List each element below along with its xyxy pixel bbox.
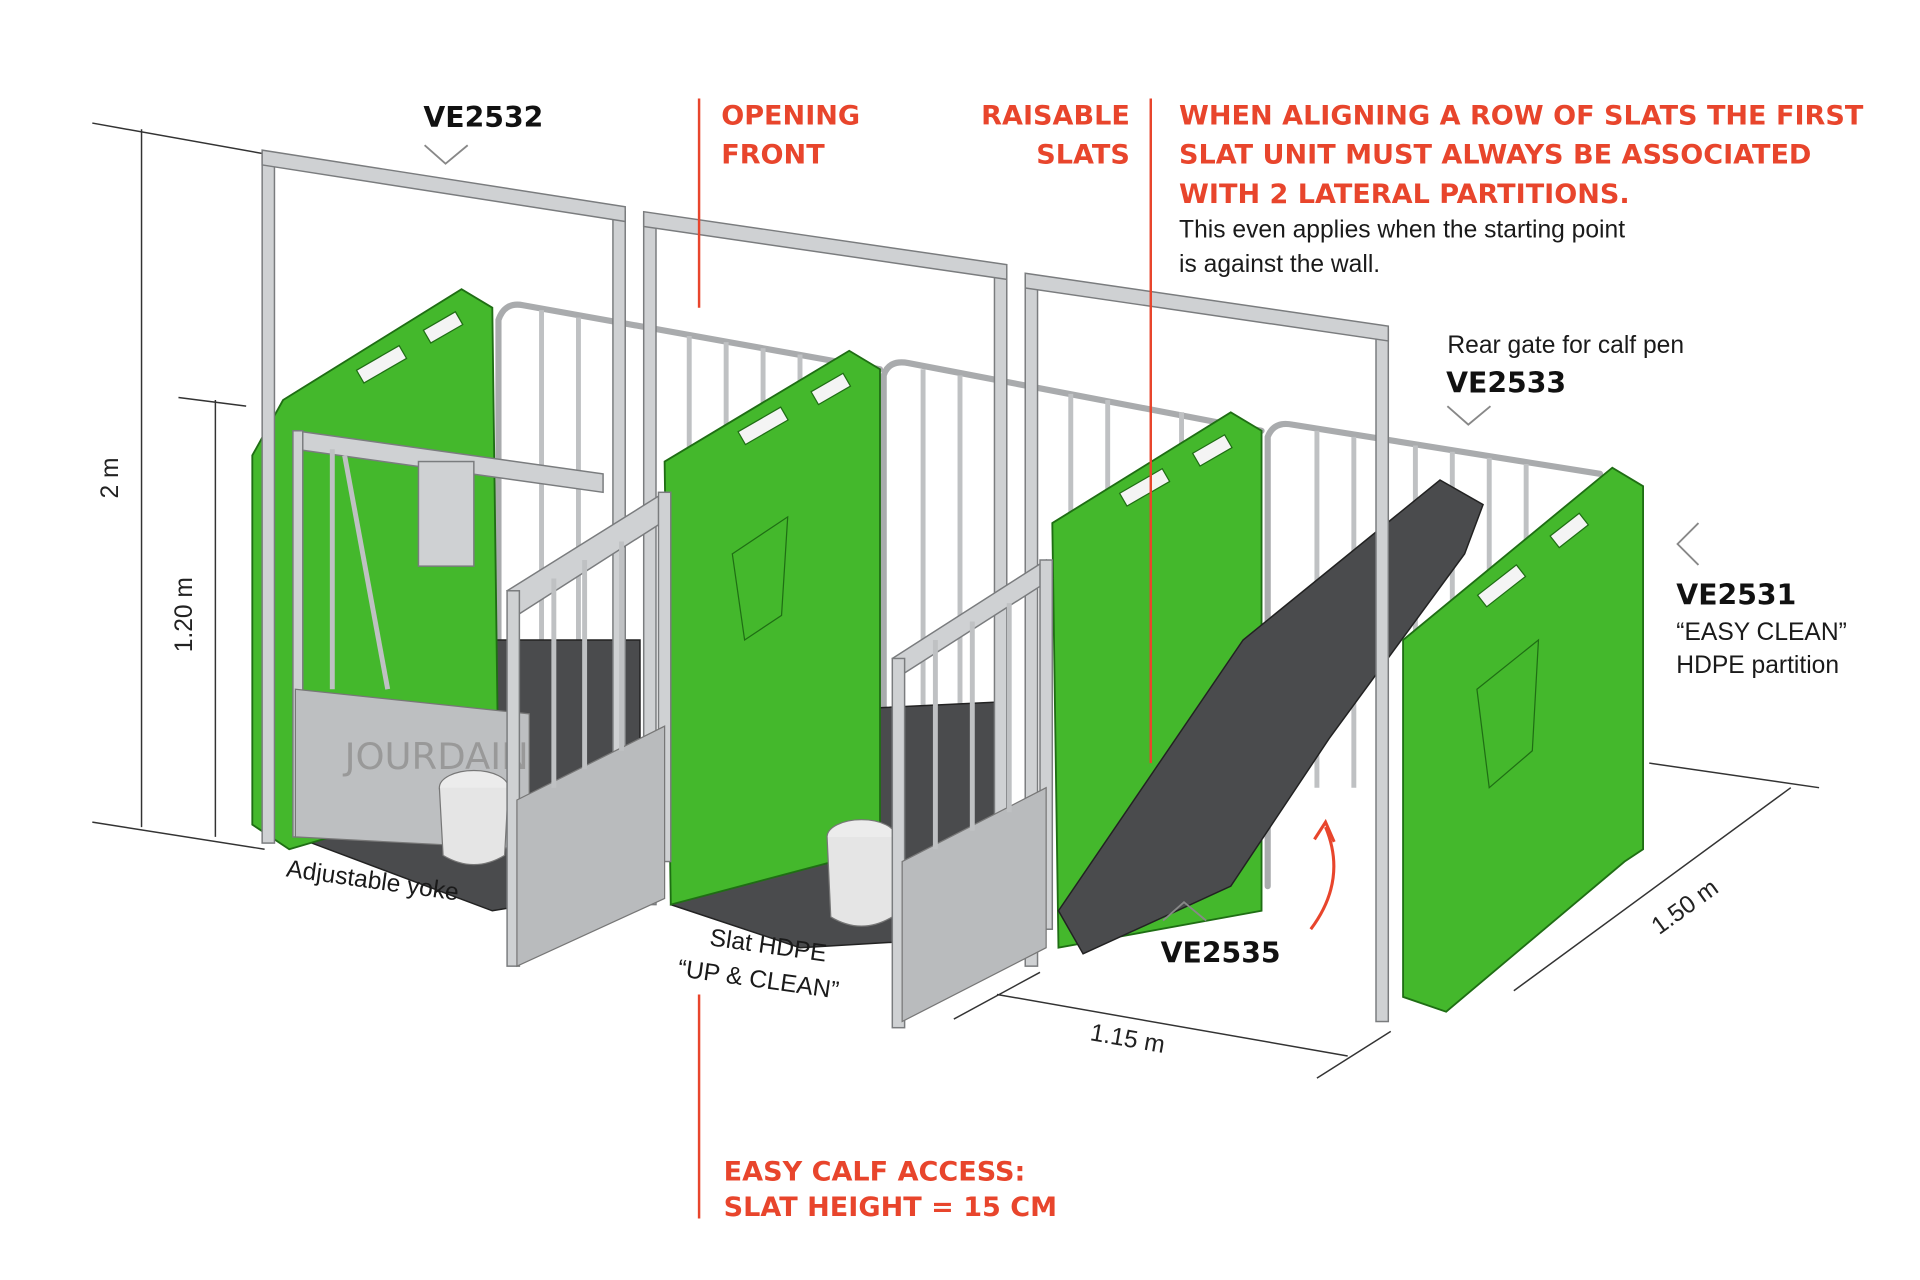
raise-arrow-icon [1309,826,1336,931]
width-label: 1.15 m [1088,1019,1167,1059]
easy-access-line1: EASY CALF ACCESS: [724,1156,1026,1187]
alignment-sub-line1: This even applies when the starting poin… [1179,217,1625,244]
height-dimension-lines [92,122,265,850]
front-gate-1[interactable] [506,491,672,968]
adjustable-yoke: JOURDAIN [292,429,604,866]
opening-front-line2: FRONT [721,140,825,171]
chevron-down-icon [424,144,469,165]
raisable-slats-line1: RAISABLE [981,100,1130,131]
chevron-left-icon [1676,522,1700,566]
ve2531-label: VE2531 [1676,578,1796,611]
front-frame-1 [261,149,626,878]
rear-gate-label: Rear gate for calf pen [1447,332,1684,359]
alignment-sub-line2: is against the wall. [1179,251,1380,278]
height-partition-label: 1.20 m [171,577,198,652]
easy-access-line2: SLAT HEIGHT = 15 CM [724,1192,1057,1223]
front-frame-2 [642,210,1008,959]
brand-plate: JOURDAIN [343,735,529,778]
opening-front-line1: OPENING [721,100,860,131]
alignment-note-line1: WHEN ALIGNING A ROW OF SLATS THE FIRST [1179,100,1864,131]
ve2532-label: VE2532 [423,101,543,134]
alignment-note-line3: WITH 2 LATERAL PARTITIONS. [1179,179,1630,210]
front-gate-2[interactable] [826,558,1054,1029]
floor-dimension-lines [953,762,1820,1079]
ve2535-label: VE2535 [1161,936,1281,969]
height-total-label: 2 m [97,457,124,498]
chevron-up-icon [1162,900,1207,922]
ve2531-desc-line2: HDPE partition [1676,652,1839,679]
hdpe-partition-4 [1402,466,1644,1013]
chevron-down-icon [1446,405,1492,426]
alignment-note-line2: SLAT UNIT MUST ALWAYS BE ASSOCIATED [1179,140,1811,171]
raisable-slats-line2: SLATS [1036,140,1130,171]
ve2531-desc-line1: “EASY CLEAN” [1676,619,1847,646]
ve2533-label: VE2533 [1446,367,1566,400]
